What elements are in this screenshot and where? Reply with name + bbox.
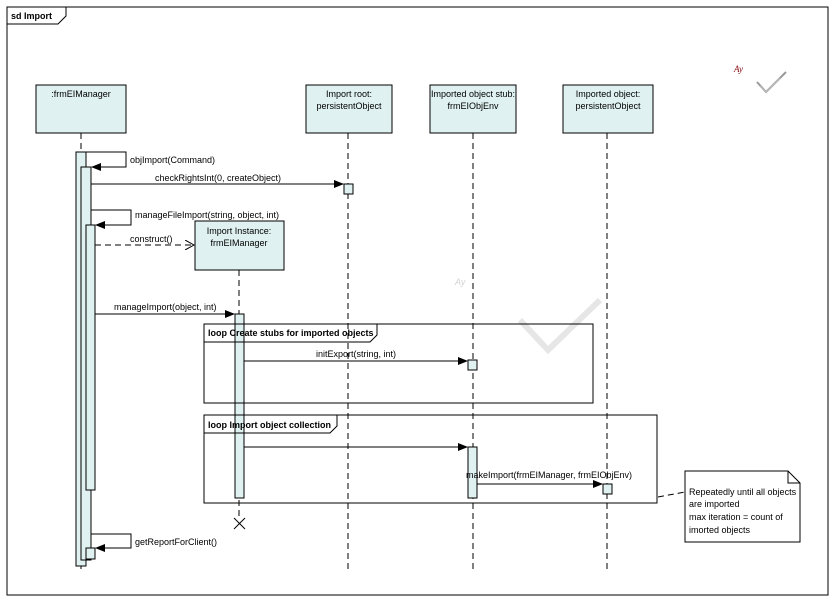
- lifeline-label: Imported object:: [576, 89, 641, 99]
- activation-bar: [602, 483, 613, 495]
- lifeline-header-imported-object: Imported object: persistentObject: [562, 84, 654, 134]
- message-label: checkRightsInt(0, createObject): [155, 173, 281, 183]
- message-label: makeImport(frmEIManager, frmEIObjEnv): [466, 470, 632, 480]
- message-manage-import: manageImport(object, int): [95, 302, 235, 318]
- lifeline-header-import-instance: Import Instance: frmEIManager: [194, 220, 285, 271]
- lifeline-label: persistentObject: [316, 101, 382, 111]
- activation-bar: [343, 183, 354, 195]
- logo-text: Ay: [733, 64, 743, 74]
- diagram-frame: [6, 6, 829, 596]
- lifeline-label: :frmEIManager: [51, 89, 111, 99]
- lifeline-header-imported-object-stub: Imported object stub: frmEIObjEnv: [429, 84, 517, 134]
- note-line: imorted objects: [689, 525, 751, 535]
- lifeline-label: Imported object stub:: [431, 89, 515, 99]
- lifeline-label: Import Instance:: [207, 226, 272, 236]
- message-label: construct(): [130, 234, 173, 244]
- fragment-loop-create-stubs: loop Create stubs for imported objects: [203, 323, 594, 404]
- activation-bar: [467, 359, 478, 371]
- watermark-text: Ay: [454, 277, 466, 287]
- lifeline-label: Import root:: [326, 89, 372, 99]
- message-get-report: getReportForClient(): [91, 533, 217, 552]
- message-label: getReportForClient(): [135, 537, 217, 547]
- frame-label: sd Import: [11, 11, 52, 21]
- activation-bar: [85, 224, 96, 491]
- note: Repeatedly until all objects are importe…: [657, 470, 801, 543]
- lifeline-label: frmEIObjEnv: [447, 101, 499, 111]
- message-check-rights: checkRightsInt(0, createObject): [91, 173, 344, 188]
- message-init-export: initExport(string, int): [244, 349, 468, 365]
- message-make-import: makeImport(frmEIManager, frmEIObjEnv): [466, 470, 632, 488]
- activation-bar: [467, 446, 478, 499]
- lifeline-label: persistentObject: [575, 101, 641, 111]
- activation-bar: [85, 547, 96, 560]
- fragment-loop-import-collection: loop Import object collection: [203, 414, 658, 504]
- message-label: manageImport(object, int): [114, 302, 217, 312]
- logo-icon: Ay: [733, 64, 787, 94]
- message-label: manageFileImport(string, object, int): [135, 210, 279, 220]
- note-line: are imported: [689, 499, 740, 509]
- message-label: objImport(Command): [130, 155, 215, 165]
- lifeline-header-frm-ei-manager: :frmEIManager: [35, 84, 127, 134]
- message-manage-file-import: manageFileImport(string, object, int): [91, 209, 279, 229]
- fragment-label: loop Create stubs for imported objects: [208, 328, 374, 338]
- activation-bar: [234, 313, 245, 499]
- lifeline-header-import-root: Import root: persistentObject: [305, 84, 393, 134]
- message-obj-import: objImport(Command): [86, 151, 215, 171]
- message-construct: construct(): [95, 234, 194, 245]
- note-line: Repeatedly until all objects: [689, 487, 797, 497]
- frame-tab: [7, 7, 67, 25]
- message-label: initExport(string, int): [316, 349, 396, 359]
- note-connector: [657, 491, 686, 498]
- lifeline-label: frmEIManager: [210, 238, 267, 248]
- fragment-label: loop Import object collection: [208, 420, 331, 430]
- note-line: max iteration = count of: [689, 512, 783, 522]
- watermark-icon: Ay: [454, 277, 603, 355]
- destroy-icon: [233, 517, 246, 530]
